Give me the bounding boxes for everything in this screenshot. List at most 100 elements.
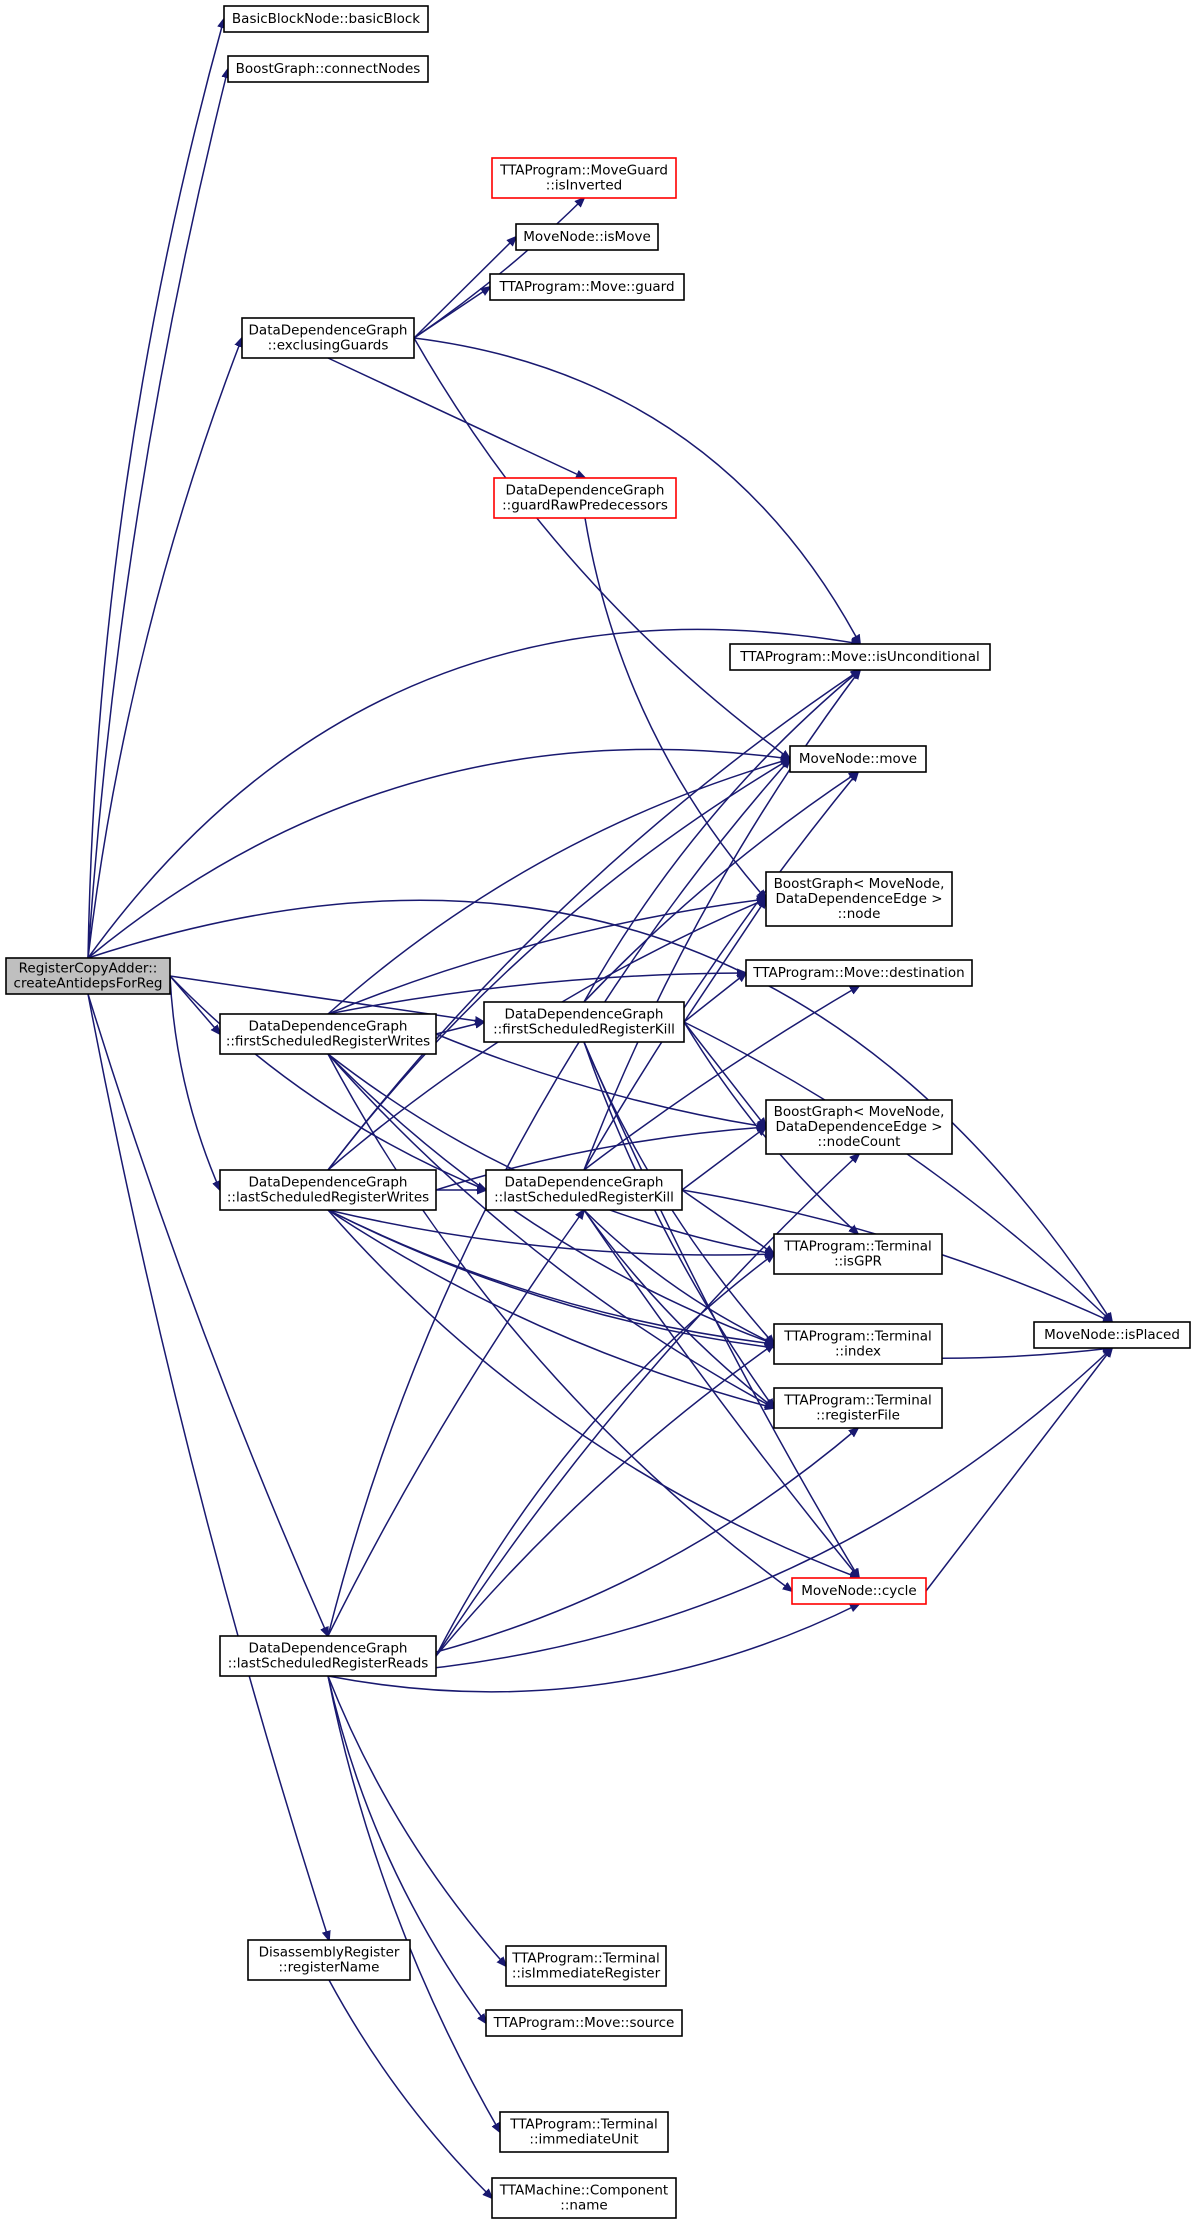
node-box: [505, 1945, 667, 1987]
node-label: TTAProgram::Terminal: [509, 2117, 658, 2133]
node-box: [1033, 1321, 1191, 1349]
edge-root-lsrk: [169, 975, 486, 1190]
node-label: ::node: [838, 906, 881, 922]
edge-root-fsrk: [169, 975, 484, 1022]
edge-root-exg: [87, 338, 242, 959]
node-mnmove[interactable]: MoveNode::move: [789, 745, 927, 773]
node-box: [219, 1169, 437, 1211]
edge-lsrr-isgpr: [435, 1254, 774, 1657]
node-label: MoveNode::cycle: [801, 1583, 916, 1599]
node-lsrw[interactable]: DataDependenceGraph::lastScheduledRegist…: [219, 1169, 437, 1211]
node-box: [491, 157, 677, 199]
node-box: [223, 5, 429, 33]
edge-fsrk-bgcount: [683, 1021, 766, 1127]
node-tindex[interactable]: TTAProgram::Terminal::index: [773, 1323, 943, 1365]
node-box: [745, 959, 973, 987]
node-compname[interactable]: TTAMachine::Component::name: [491, 2177, 677, 2219]
node-label: ::nodeCount: [818, 1134, 901, 1150]
node-box: [227, 55, 429, 83]
edge-root-mnmove: [87, 748, 790, 959]
node-dest[interactable]: TTAProgram::Move::destination: [745, 959, 973, 987]
node-regfile[interactable]: TTAProgram::Terminal::registerFile: [773, 1387, 943, 1429]
edge-lsrr-bgcount: [435, 1154, 859, 1657]
node-box: [219, 1635, 437, 1677]
edge-fsrw-dest: [327, 973, 746, 1015]
edge-exg-mguard: [413, 287, 490, 339]
node-grp[interactable]: DataDependenceGraph::guardRawPredecessor…: [493, 477, 677, 519]
edge-exg-mginv: [413, 198, 584, 339]
node-label: TTAProgram::MoveGuard: [499, 163, 668, 179]
node-mginv[interactable]: TTAProgram::MoveGuard::isInverted: [491, 157, 677, 199]
node-exg[interactable]: DataDependenceGraph::exclusingGuards: [241, 317, 415, 359]
node-label: DataDependenceGraph: [506, 483, 665, 499]
edge-lsrk-mnmove: [583, 772, 858, 1171]
node-label: DisassemblyRegister: [259, 1945, 400, 1961]
node-mnismove[interactable]: MoveNode::isMove: [515, 223, 659, 251]
node-lsrr[interactable]: DataDependenceGraph::lastScheduledRegist…: [219, 1635, 437, 1677]
edge-fsrw-fsrk: [435, 1022, 484, 1035]
node-uncond[interactable]: TTAProgram::Move::isUnconditional: [729, 643, 991, 671]
node-bbn[interactable]: BasicBlockNode::basicBlock: [223, 5, 429, 33]
edge-lsrw-regfile: [327, 1209, 774, 1408]
edge-fsrw-bgnode: [327, 899, 766, 1015]
node-bgcn[interactable]: BoostGraph::connectNodes: [227, 55, 429, 83]
node-label: BoostGraph< MoveNode,: [774, 876, 945, 892]
node-bgcount[interactable]: BoostGraph< MoveNode,DataDependenceEdge …: [765, 1099, 953, 1155]
edge-exg-uncond: [413, 337, 860, 644]
node-label: TTAProgram::Move::guard: [498, 279, 674, 295]
edge-fsrk-cycle: [583, 1041, 859, 1578]
edge-root-disreg: [87, 993, 329, 1940]
edge-lsrr-cycle: [327, 1604, 859, 1693]
edge-lsrk-dest: [583, 986, 859, 1171]
node-box: [241, 317, 415, 359]
node-box: [515, 223, 659, 251]
node-label: MoveNode::move: [799, 751, 917, 767]
node-box: [493, 477, 677, 519]
node-box: [765, 1099, 953, 1155]
edge-fsrw-regfile: [327, 1053, 774, 1408]
node-label: DataDependenceEdge >: [775, 891, 942, 907]
node-box: [789, 745, 927, 773]
node-box: [773, 1387, 943, 1429]
edge-fsrk-dest: [683, 973, 746, 1023]
edge-fsrw-bgcount: [435, 1033, 766, 1127]
edge-root-bgcn: [87, 69, 228, 959]
node-box: [499, 2111, 669, 2153]
node-box: [485, 2009, 683, 2037]
node-fsrw[interactable]: DataDependenceGraph::firstScheduledRegis…: [219, 1013, 437, 1055]
edge-root-uncond: [87, 628, 860, 959]
node-disreg[interactable]: DisassemblyRegister::registerName: [247, 1939, 411, 1981]
node-box: [247, 1939, 411, 1981]
node-immu[interactable]: TTAProgram::Terminal::immediateUnit: [499, 2111, 669, 2153]
node-box: [219, 1013, 437, 1055]
node-label: BoostGraph::connectNodes: [236, 61, 421, 77]
edge-root-lsrw: [169, 975, 220, 1190]
node-box: [773, 1323, 943, 1365]
node-bgnode[interactable]: BoostGraph< MoveNode,DataDependenceEdge …: [765, 871, 953, 927]
edge-lsrw-placed: [327, 1209, 1112, 1359]
node-label: TTAProgram::Move::destination: [752, 965, 964, 981]
node-label: DataDependenceGraph: [249, 323, 408, 339]
node-box: [5, 957, 171, 995]
node-lsrk[interactable]: DataDependenceGraph::lastScheduledRegist…: [485, 1169, 683, 1211]
edge-fsrw-cycle: [327, 1053, 792, 1591]
node-isgpr[interactable]: TTAProgram::Terminal::isGPR: [773, 1233, 943, 1275]
edge-lsrw-bgcount: [435, 1127, 766, 1191]
node-msrc[interactable]: TTAProgram::Move::source: [485, 2009, 683, 2037]
node-isimm[interactable]: TTAProgram::Terminal::isImmediateRegiste…: [505, 1945, 667, 1987]
node-fsrk[interactable]: DataDependenceGraph::firstScheduledRegis…: [483, 1001, 685, 1043]
edge-grp-bgnode: [584, 517, 766, 899]
edge-lsrk-regfile: [583, 1209, 774, 1408]
node-label: TTAProgram::Terminal: [511, 1951, 660, 1967]
node-cycle[interactable]: MoveNode::cycle: [791, 1577, 927, 1605]
node-label: ::exclusingGuards: [268, 338, 389, 354]
edge-lsrr-msrc: [327, 1675, 486, 2023]
edge-exg-grp: [327, 357, 585, 478]
node-label: ::immediateUnit: [529, 2132, 638, 2148]
node-box: [483, 1001, 685, 1043]
node-placed[interactable]: MoveNode::isPlaced: [1033, 1321, 1191, 1349]
edge-lsrw-tindex: [327, 1209, 774, 1344]
node-label: DataDependenceGraph: [505, 1007, 664, 1023]
node-mguard[interactable]: TTAProgram::Move::guard: [489, 273, 685, 301]
